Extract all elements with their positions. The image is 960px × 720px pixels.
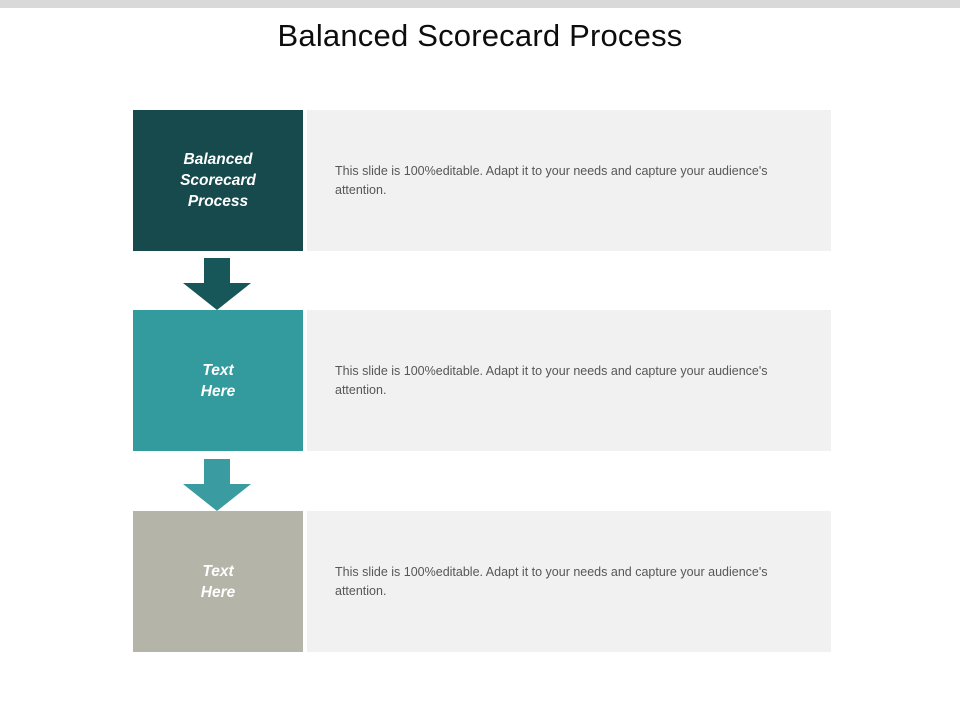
top-strip — [0, 0, 960, 8]
step-body-panel-1[interactable]: This slide is 100%editable. Adapt it to … — [307, 110, 831, 251]
balanced-scorecard-process-diagram: Balanced Scorecard Process This slide is… — [133, 110, 831, 652]
process-row-2: Text Here This slide is 100%editable. Ad… — [133, 310, 831, 451]
step-label-2: Text Here — [200, 361, 236, 400]
step-label-box-2[interactable]: Text Here — [133, 310, 303, 451]
step-label-3: Text Here — [200, 562, 236, 601]
process-row-1: Balanced Scorecard Process This slide is… — [133, 110, 831, 251]
down-arrow-1-polygon — [183, 258, 251, 310]
down-arrow-1-icon — [183, 258, 251, 310]
down-arrow-2-shape — [183, 459, 251, 511]
step-body-panel-3[interactable]: This slide is 100%editable. Adapt it to … — [307, 511, 831, 652]
page-title: Balanced Scorecard Process — [277, 18, 683, 53]
step-body-text-1: This slide is 100%editable. Adapt it to … — [335, 163, 768, 197]
down-arrow-2-icon — [183, 459, 251, 511]
step-label-box-1[interactable]: Balanced Scorecard Process — [133, 110, 303, 251]
step-body-panel-2[interactable]: This slide is 100%editable. Adapt it to … — [307, 310, 831, 451]
step-body-text-3: This slide is 100%editable. Adapt it to … — [335, 564, 768, 598]
down-arrow-2-polygon — [183, 459, 251, 511]
step-body-text-2: This slide is 100%editable. Adapt it to … — [335, 363, 768, 397]
step-label-box-3[interactable]: Text Here — [133, 511, 303, 652]
down-arrow-1-shape — [183, 258, 251, 310]
step-label-1: Balanced Scorecard Process — [180, 151, 256, 210]
process-row-3: Text Here This slide is 100%editable. Ad… — [133, 511, 831, 652]
